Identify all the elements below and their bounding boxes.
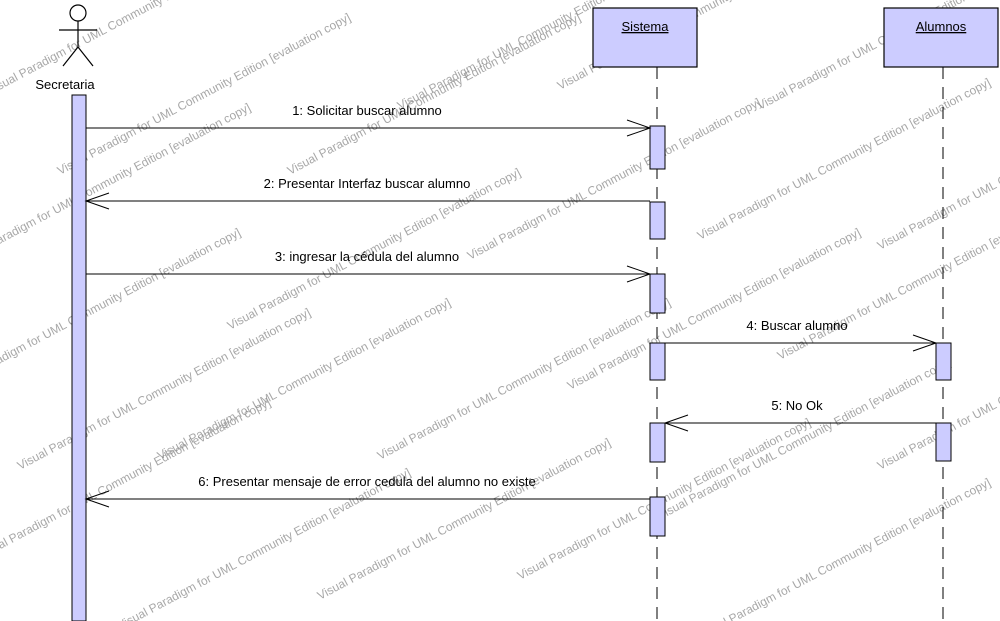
participant-alumnos[interactable]: Alumnos: [883, 7, 999, 68]
watermark: Visual Paradigm for UML Community Editio…: [695, 75, 993, 242]
activation-secretaria: [71, 94, 87, 621]
message-label: 4: Buscar alumno: [746, 318, 847, 333]
participant-sistema[interactable]: Sistema: [592, 7, 698, 68]
activation-alumnos: [935, 422, 952, 462]
activation-sistema: [649, 342, 666, 381]
message-2[interactable]: 2: Presentar Interfaz buscar alumno: [84, 176, 650, 210]
watermark: Visual Paradigm for UML Community Editio…: [655, 355, 953, 522]
arrowhead-icon: [626, 265, 652, 283]
participant-box: [592, 7, 698, 68]
activation-sistema: [649, 422, 666, 463]
participant-label: Alumnos: [916, 19, 967, 34]
activation-alumnos: [935, 342, 952, 381]
arrowhead-icon: [84, 490, 110, 508]
watermark: Visual Paradigm for UML Community Editio…: [315, 435, 613, 602]
watermark: Visual Paradigm for UML Community Editio…: [775, 195, 1000, 362]
stick-figure-icon: [59, 4, 97, 67]
message-1[interactable]: 1: Solicitar buscar alumno: [86, 103, 652, 137]
message-6[interactable]: 6: Presentar mensaje de error cedula del…: [84, 474, 650, 508]
message-label: 2: Presentar Interfaz buscar alumno: [264, 176, 471, 191]
message-label: 3: ingresar la cédula del alumno: [275, 249, 459, 264]
actor-secretaria[interactable]: Secretaria: [35, 4, 97, 92]
arrowhead-icon: [912, 334, 938, 352]
participant-box: [883, 7, 999, 68]
watermark: Visual Paradigm for UML Community Editio…: [695, 475, 993, 621]
message-label: 6: Presentar mensaje de error cedula del…: [198, 474, 535, 489]
activation-sistema: [649, 125, 666, 170]
watermark: Visual Paradigm for UML Community Editio…: [565, 225, 863, 392]
message-4[interactable]: 4: Buscar alumno: [665, 318, 938, 352]
activation-sistema: [649, 201, 666, 240]
actor-label: Secretaria: [35, 77, 95, 92]
message-5[interactable]: 5: No Ok: [663, 398, 936, 432]
message-label: 1: Solicitar buscar alumno: [292, 103, 442, 118]
arrowhead-icon: [84, 192, 110, 210]
arrowhead-icon: [626, 119, 652, 137]
activation-sistema: [649, 273, 666, 314]
message-label: 5: No Ok: [771, 398, 823, 413]
participant-label: Sistema: [622, 19, 670, 34]
activation-sistema: [649, 496, 666, 537]
message-3[interactable]: 3: ingresar la cédula del alumno: [86, 249, 652, 283]
arrowhead-icon: [663, 414, 689, 432]
